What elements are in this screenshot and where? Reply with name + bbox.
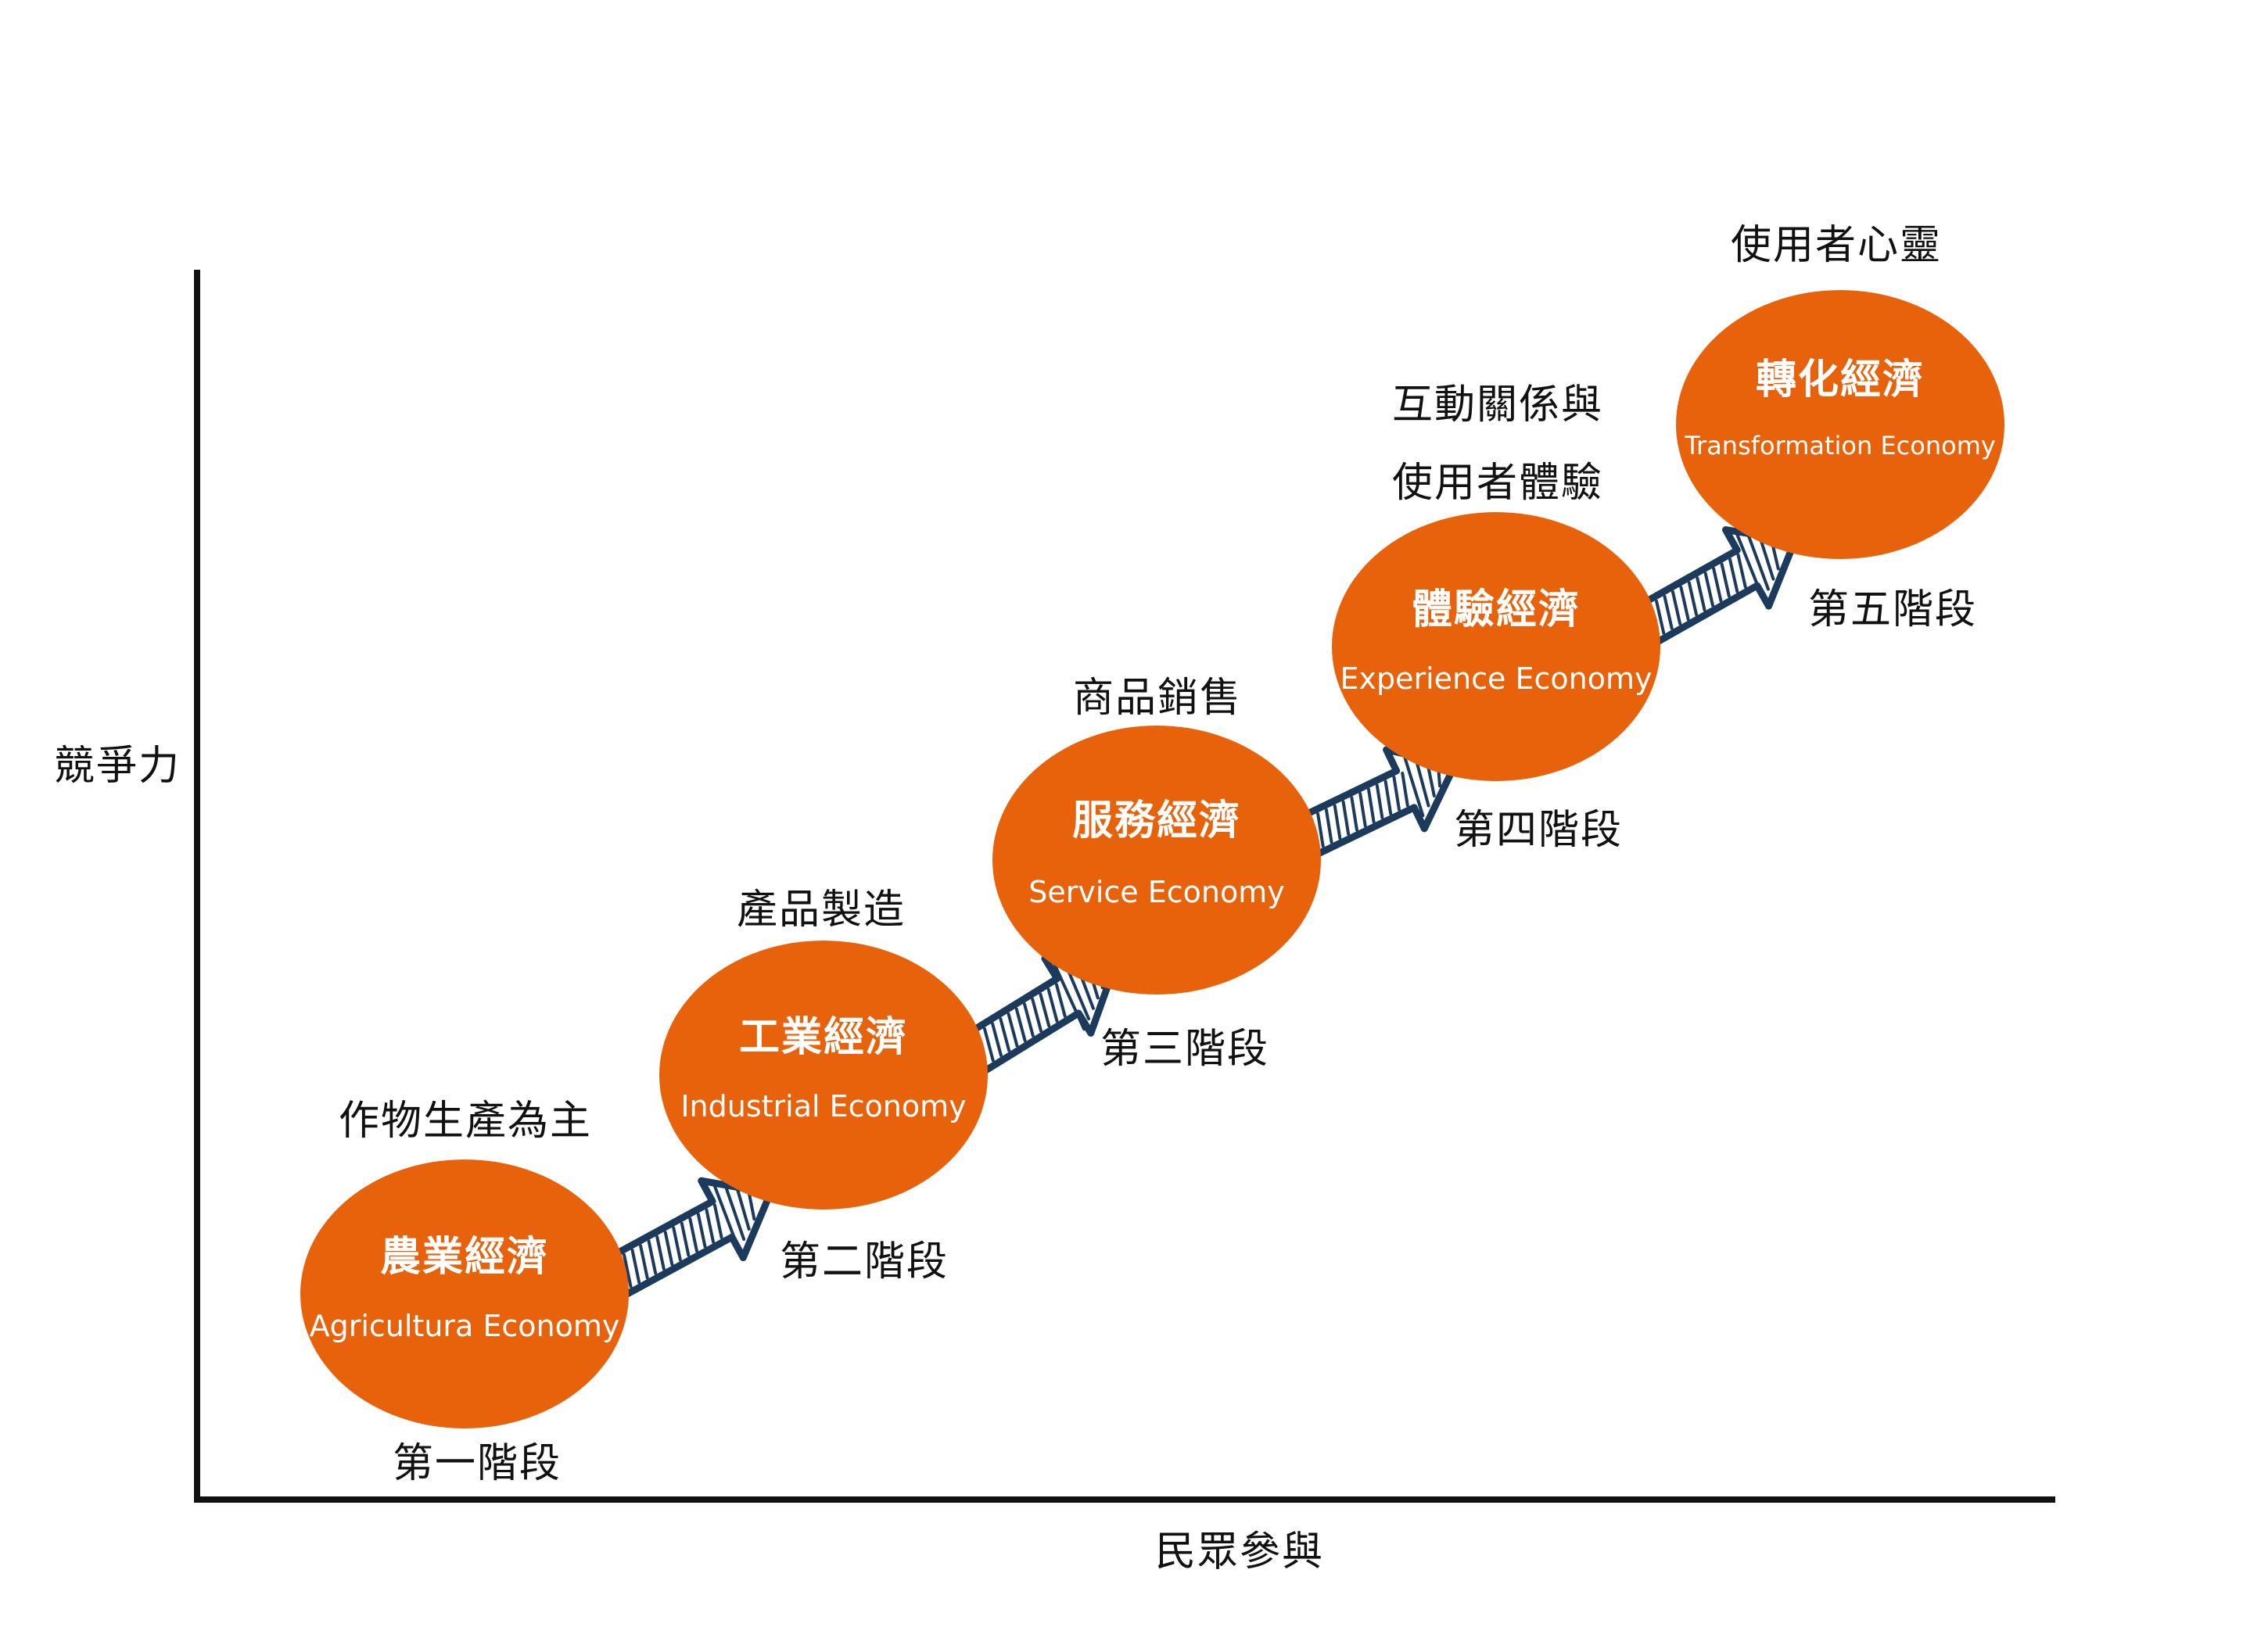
- stage-arrow-3: [1290, 746, 1459, 861]
- stage-4-focus-line2: 使用者體驗: [1391, 460, 1604, 507]
- stage-2-phase: 第二階段: [779, 1238, 949, 1285]
- stage-2-subtitle: Industrial Economy: [680, 1089, 967, 1124]
- stage-2-title: 工業經濟: [738, 1014, 909, 1061]
- stage-1-title: 農業經濟: [379, 1234, 550, 1281]
- stage-5-phase: 第五階段: [1807, 586, 1978, 633]
- stage-3-title: 服務經濟: [1071, 797, 1242, 844]
- stage-arrow-4: [1628, 526, 1799, 649]
- stage-1-ellipse: [300, 1159, 629, 1428]
- stage-4-phase: 第四階段: [1453, 807, 1624, 854]
- stage-2-focus: 產品製造: [736, 887, 906, 934]
- stage-2-ellipse: [659, 941, 988, 1210]
- stage-4-focus-line1: 互動關係與: [1391, 382, 1604, 428]
- stage-3-focus: 商品銷售: [1072, 675, 1243, 722]
- x-axis-label: 民眾參與: [1154, 1529, 1325, 1575]
- stage-4-ellipse: [1332, 512, 1660, 781]
- stage-1-focus: 作物生產為主: [338, 1098, 593, 1145]
- stage-4-subtitle: Experience Economy: [1340, 661, 1653, 696]
- stage-1-phase: 第一階段: [392, 1440, 562, 1487]
- stage-5-title: 轉化經濟: [1755, 357, 1925, 403]
- stage-arrow-1: [605, 1177, 774, 1298]
- stage-4-title: 體驗經濟: [1411, 586, 1581, 633]
- stage-1-subtitle: Agricultura Economy: [309, 1309, 620, 1343]
- ellipse-group: [300, 290, 2004, 1428]
- stage-3-phase: 第三階段: [1100, 1026, 1270, 1073]
- stage-5-subtitle: Transformation Economy: [1685, 431, 1996, 461]
- stage-5-ellipse: [1676, 290, 2004, 559]
- stage-3-ellipse: [992, 726, 1321, 995]
- stage-3-subtitle: Service Economy: [1028, 875, 1285, 909]
- stage-5-focus: 使用者心靈: [1730, 222, 1943, 269]
- y-axis-label: 競爭力: [53, 743, 181, 790]
